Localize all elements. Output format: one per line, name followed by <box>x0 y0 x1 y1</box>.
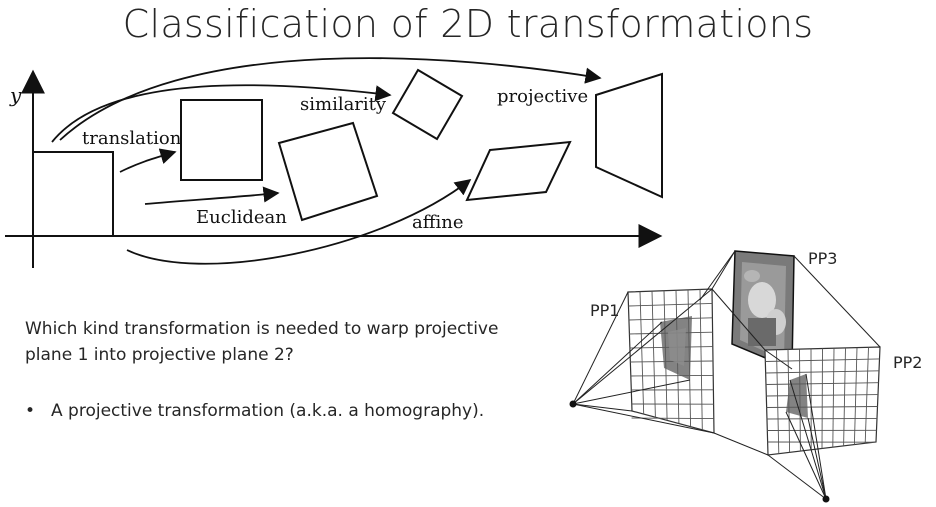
projective-label: projective <box>497 86 588 107</box>
projective-arrow <box>59 57 602 141</box>
pp2-plane <box>764 346 881 456</box>
question-text: Which kind transformation is needed to w… <box>25 319 499 365</box>
affine-shape <box>465 140 572 202</box>
pp3-label: PP3 <box>808 249 837 268</box>
translation-label: translation <box>82 128 182 149</box>
projection-rays <box>572 250 881 500</box>
slide-title: Classification of 2D transformations <box>122 2 814 46</box>
original-square <box>32 151 114 237</box>
bullet-dot-icon: • <box>25 401 36 421</box>
translated-square <box>180 99 263 181</box>
pp1-plane <box>627 288 715 434</box>
euclidean-arrow <box>144 186 280 205</box>
similarity-arrow <box>51 84 392 143</box>
camera-center-1 <box>569 400 577 408</box>
answer-text: A projective transformation (a.k.a. a ho… <box>51 401 485 421</box>
y-axis-label: y <box>9 83 22 107</box>
translation-arrow <box>119 148 177 173</box>
similarity-shape <box>391 68 464 141</box>
pp1-label: PP1 <box>590 301 619 320</box>
similarity-label: similarity <box>300 94 387 115</box>
pp2-label: PP2 <box>893 353 922 372</box>
affine-label: affine <box>412 212 464 233</box>
camera-center-2 <box>822 495 830 503</box>
answer-bullet: • A projective transformation (a.k.a. a h… <box>25 398 585 424</box>
euclidean-label: Euclidean <box>196 207 287 228</box>
euclidean-shape <box>277 121 379 222</box>
affine-arrow <box>126 179 472 265</box>
projective-shape <box>595 72 663 199</box>
pp3-plane <box>731 250 795 371</box>
